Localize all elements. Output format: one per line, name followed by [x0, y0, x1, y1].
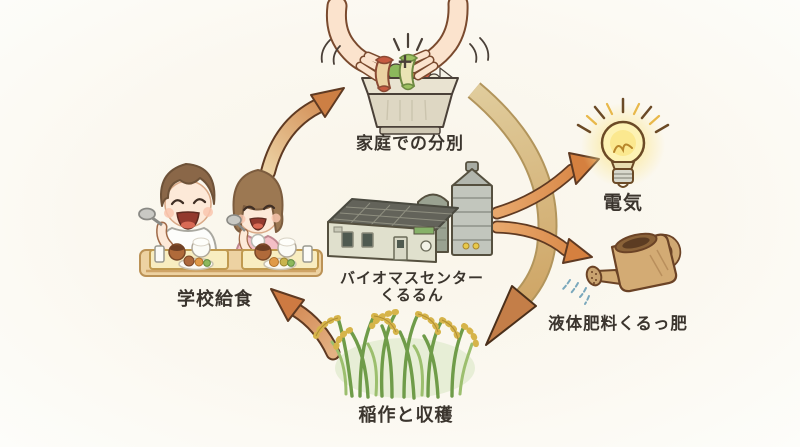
children-eating-icon — [138, 163, 323, 277]
plus-sign: + — [397, 49, 414, 73]
arc-home-to-rice-arrow — [467, 82, 558, 346]
rice-plants-icon — [313, 309, 479, 400]
label-rice-farming: 稲作と収穫 — [358, 405, 454, 426]
arrow-rice-to-lunch — [270, 288, 341, 361]
label-biomass-center-line2: くるるん — [380, 286, 444, 304]
arrow-lunch-to-sorting — [260, 87, 345, 180]
label-biomass-center-line1: バイオマスセンター — [339, 269, 485, 287]
label-electricity: 電気 — [602, 192, 644, 214]
label-school-lunch: 学校給食 — [177, 289, 253, 310]
lightbulb-icon — [576, 97, 670, 188]
watering-can-icon — [562, 232, 682, 305]
sorting-hands-icon: + — [320, 0, 490, 93]
label-liquid-fertilizer: 液体肥料くるっ肥 — [548, 314, 688, 333]
label-home-sorting: 家庭での分別 — [356, 134, 464, 154]
arrow-biomass-to-fertilizer — [490, 220, 593, 264]
biomass-center-icon — [327, 161, 493, 263]
